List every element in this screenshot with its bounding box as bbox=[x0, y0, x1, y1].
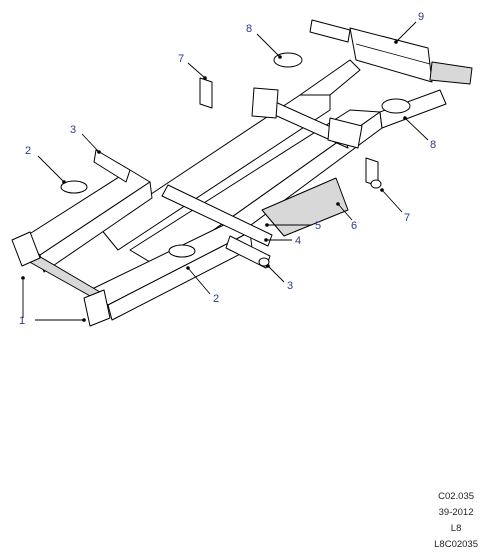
callout-8-rear-right: 8 bbox=[430, 139, 436, 151]
rear-bracket-left bbox=[199, 77, 213, 109]
rear-tower-right bbox=[381, 98, 411, 114]
callout-7-rear-left: 7 bbox=[178, 53, 184, 65]
callout-7-rear-right: 7 bbox=[404, 212, 410, 224]
chassis-frame bbox=[11, 19, 473, 327]
mid-crossmember bbox=[161, 184, 273, 247]
reference-code-2: 39-2012 bbox=[438, 507, 474, 518]
callout-9: 9 bbox=[418, 11, 424, 23]
front-left-dumb-iron bbox=[11, 231, 41, 267]
reference-codes: C02.035 39-2012 L8 L8C02035 bbox=[434, 489, 478, 553]
front-bracket-left bbox=[93, 149, 131, 183]
rear-crossmember bbox=[349, 27, 433, 83]
callout-8-rear-left: 8 bbox=[246, 23, 252, 35]
callout-labels: 1 2 2 3 3 4 5 6 7 7 8 8 9 bbox=[19, 11, 436, 327]
callout-5: 5 bbox=[315, 220, 321, 232]
callout-4: 4 bbox=[295, 235, 301, 247]
gearbox-support bbox=[261, 177, 349, 237]
near-rail-rear-kick bbox=[379, 89, 447, 129]
callout-2-front-right: 2 bbox=[213, 293, 219, 305]
front-bracket-right bbox=[225, 235, 271, 269]
front-tower-right bbox=[168, 244, 196, 258]
callout-3-front-left: 3 bbox=[70, 124, 76, 136]
callout-1: 1 bbox=[19, 315, 25, 327]
callout-6: 6 bbox=[351, 220, 357, 232]
rear-bumper-bracket-right bbox=[429, 61, 473, 85]
reference-code-3: L8 bbox=[450, 523, 462, 534]
far-rail-rear-kick bbox=[299, 59, 361, 96]
outrigger-left bbox=[251, 87, 279, 119]
leader-lines bbox=[21, 21, 429, 322]
rear-bumper-bracket-left bbox=[309, 19, 351, 43]
front-right-dumb-iron bbox=[83, 289, 111, 327]
front-tower-left bbox=[60, 180, 88, 194]
reference-code-1: C02.035 bbox=[438, 491, 475, 502]
outrigger-right bbox=[327, 117, 363, 149]
callout-2-front-left: 2 bbox=[25, 145, 31, 157]
callout-3-front-right: 3 bbox=[287, 280, 293, 292]
reference-code-4: L8C02035 bbox=[434, 539, 478, 550]
